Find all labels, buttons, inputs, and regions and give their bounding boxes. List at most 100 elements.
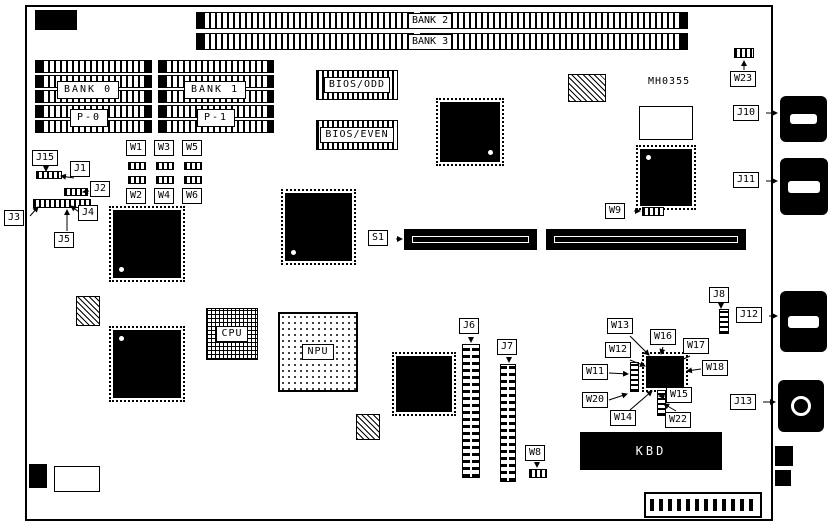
label-j7: J7	[497, 339, 518, 355]
jumper-block	[33, 199, 91, 208]
label-w20: W20	[582, 392, 609, 408]
port-opening	[788, 181, 820, 193]
label-j8: J8	[709, 287, 730, 303]
label-bios-odd: BIOS/ODD	[323, 77, 391, 93]
battery	[54, 466, 100, 492]
jumper-block	[184, 162, 202, 170]
pin-header-j7	[500, 364, 516, 482]
simm-socket-row	[420, 12, 688, 29]
cpu-socket: CPU	[206, 308, 258, 360]
bios-odd-chip: BIOS/ODD	[316, 70, 398, 100]
label-w3: W3	[154, 140, 175, 156]
jumper-block	[719, 309, 729, 334]
port-j10	[780, 96, 827, 142]
label-s1: S1	[368, 230, 389, 246]
label-npu: NPU	[302, 344, 334, 360]
bottom-left-component	[29, 464, 47, 488]
port-opening	[790, 114, 817, 124]
oscillator	[76, 296, 100, 326]
label-w12: W12	[605, 342, 632, 358]
label-j3: J3	[4, 210, 25, 226]
label-w5: W5	[182, 140, 203, 156]
kbd-connector: KBD	[580, 432, 722, 470]
label-w17: W17	[683, 338, 710, 354]
jumper-block	[128, 176, 146, 184]
jumper-block	[156, 176, 174, 184]
label-cpu: CPU	[216, 326, 248, 342]
jumper-block-ic	[642, 352, 688, 392]
label-j5: J5	[54, 232, 75, 248]
simm-socket-row	[196, 12, 414, 29]
oscillator	[356, 414, 380, 440]
label-w15: W15	[666, 387, 693, 403]
label-w1: W1	[126, 140, 147, 156]
empty-socket	[639, 106, 693, 140]
pin1-dot	[488, 150, 493, 155]
label-w13: W13	[607, 318, 634, 334]
jumper-w23	[734, 48, 754, 58]
label-j2: J2	[90, 181, 111, 197]
bios-even-chip: BIOS/EVEN	[316, 120, 398, 150]
label-w9: W9	[605, 203, 626, 219]
label-j1: J1	[70, 161, 91, 177]
pin1-dot	[119, 267, 124, 272]
label-w2: W2	[126, 188, 147, 204]
label-w4: W4	[154, 188, 175, 204]
label-p1: P-1	[197, 109, 236, 127]
npu-socket: NPU	[278, 312, 358, 392]
label-w8: W8	[525, 445, 546, 461]
label-bank3: BANK 3	[408, 34, 453, 50]
label-w18: W18	[702, 360, 729, 376]
jumper-block	[184, 176, 202, 184]
label-bank1: BANK 1	[184, 81, 247, 99]
qfp-chip	[109, 206, 185, 282]
label-w23: W23	[730, 71, 757, 87]
jumper-w8	[529, 469, 547, 478]
top-left-connector	[35, 10, 77, 30]
label-w6: W6	[182, 188, 203, 204]
label-bios-even: BIOS/EVEN	[320, 127, 394, 143]
qfp-chip	[281, 189, 356, 265]
pin1-dot	[291, 250, 296, 255]
pin1-dot	[646, 155, 651, 160]
label-j13: J13	[730, 394, 757, 410]
simm-socket-row	[35, 60, 152, 73]
label-w22: W22	[665, 412, 692, 428]
part-number: MH0355	[648, 76, 691, 87]
label-w16: W16	[650, 329, 677, 345]
qfp-chip	[436, 98, 504, 166]
label-w14: W14	[610, 410, 637, 426]
label-bank0: BANK 0	[57, 81, 120, 99]
label-p0: P-0	[70, 109, 109, 127]
port-j13	[778, 380, 824, 432]
expansion-slot	[546, 229, 746, 250]
port-j11	[780, 158, 828, 215]
qfp-chip	[636, 145, 696, 210]
edge-connector	[775, 470, 791, 486]
label-j10: J10	[733, 105, 760, 121]
label-bank2: BANK 2	[408, 13, 453, 29]
qfp-chip	[392, 352, 456, 416]
bottom-pin-connector	[644, 492, 762, 518]
simm-socket-row	[420, 33, 688, 50]
simm-socket-row	[196, 33, 414, 50]
label-j15: J15	[32, 150, 59, 166]
qfp-chip	[109, 326, 185, 402]
jumper-block	[657, 390, 666, 416]
label-w11: W11	[582, 364, 609, 380]
jumper-block	[64, 188, 88, 196]
jumper-w9	[642, 207, 664, 216]
port-j12	[780, 291, 827, 352]
label-kbd: KBD	[635, 444, 667, 458]
jumper-block	[630, 362, 639, 392]
pin1-dot	[119, 336, 124, 341]
label-j4: J4	[78, 205, 99, 221]
jumper-block	[156, 162, 174, 170]
jumper-block	[128, 162, 146, 170]
jumper-block	[36, 171, 62, 179]
label-j6: J6	[459, 318, 480, 334]
port-opening	[788, 316, 819, 328]
label-j12: J12	[736, 307, 763, 323]
rom-chip	[568, 74, 606, 102]
